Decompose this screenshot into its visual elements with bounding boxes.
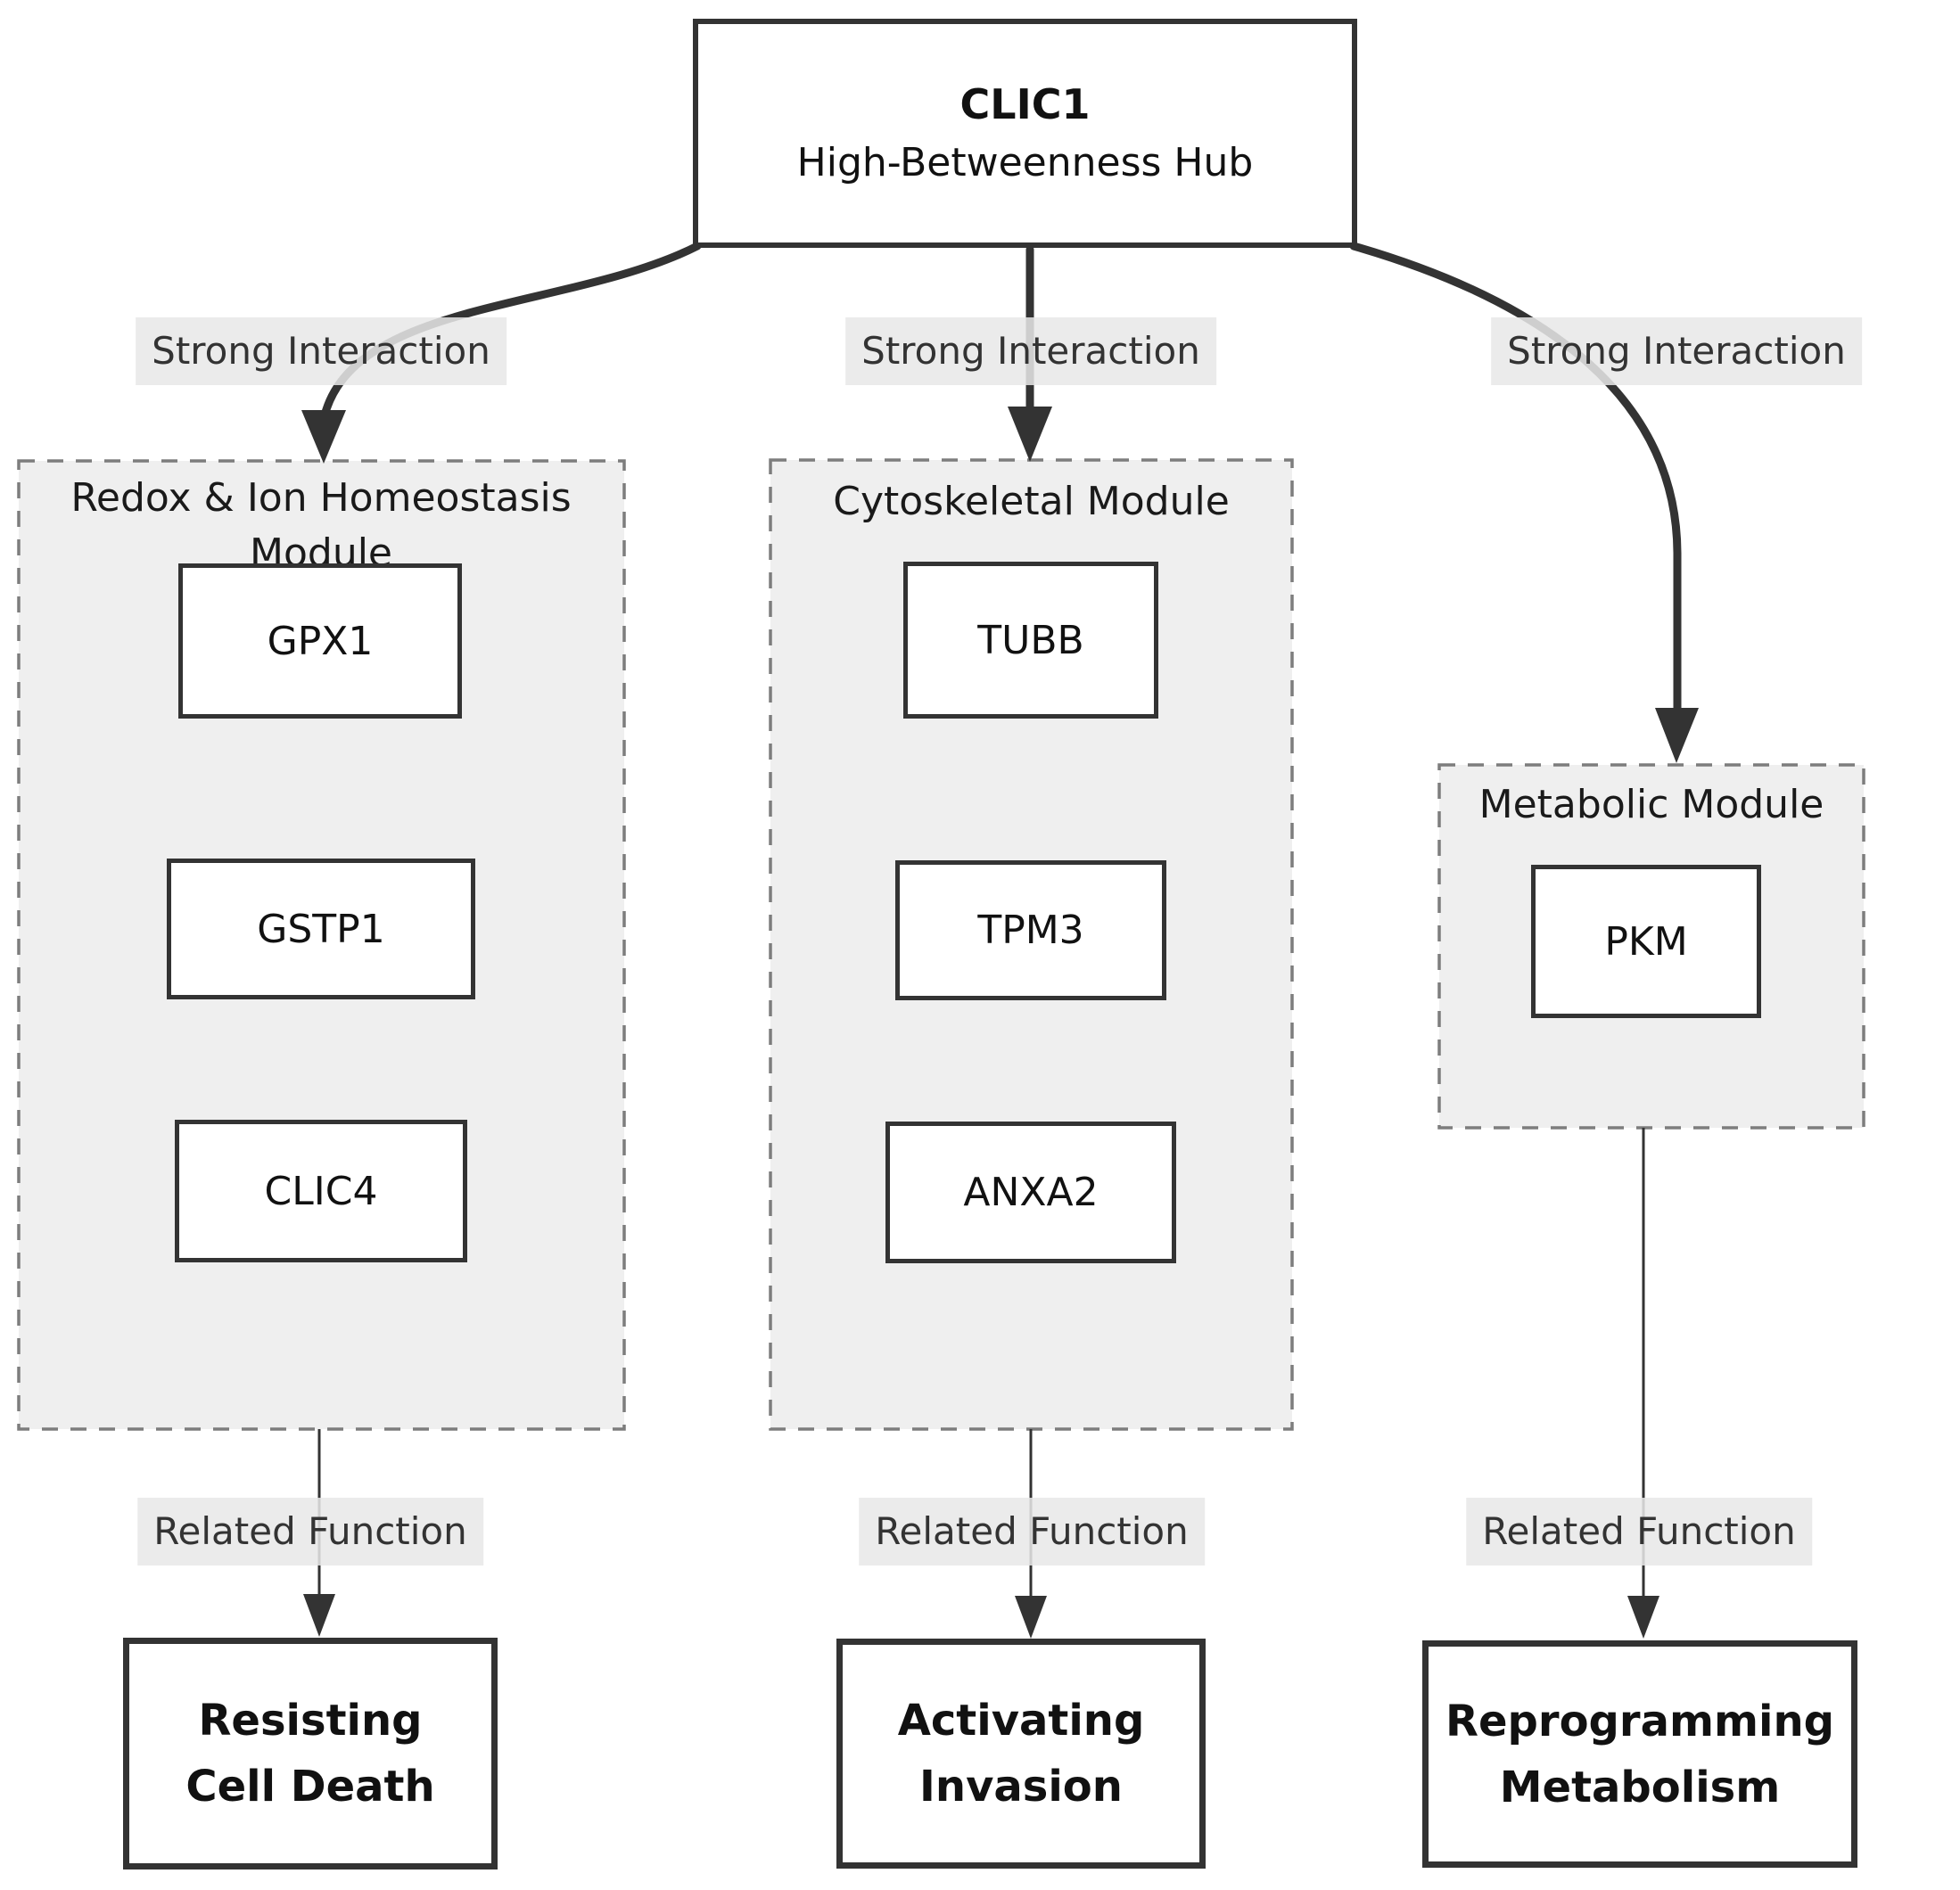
arrowhead-hub-metabolic (1655, 708, 1699, 763)
arrowhead-metabolic-function (1627, 1596, 1659, 1639)
arrowhead-hub-cytoskeletal (1008, 407, 1052, 462)
hub-title: CLIC1 (959, 79, 1091, 128)
function-line: Reprogramming (1445, 1696, 1834, 1746)
function-line: Activating (897, 1696, 1145, 1746)
hub-subtitle: High-Betweenness Hub (796, 139, 1254, 185)
function-line: Resisting (198, 1696, 423, 1746)
node-clic1-hub: CLIC1 High-Betweenness Hub (693, 19, 1357, 248)
node-clic4: CLIC4 (175, 1120, 467, 1262)
edge-label-strong-interaction-2: Strong Interaction (845, 317, 1216, 385)
edge-hub-to-metabolic (1349, 242, 1682, 716)
node-tpm3: TPM3 (895, 860, 1166, 1000)
function-line: Cell Death (185, 1762, 435, 1812)
arrowhead-hub-redox (301, 410, 346, 464)
module-title-metabolic: Metabolic Module (1478, 782, 1824, 827)
function-line: Metabolism (1499, 1762, 1781, 1812)
arrowhead-redox-function (303, 1594, 335, 1637)
edge-label-related-function-2: Related Function (859, 1498, 1205, 1565)
node-gstp1: GSTP1 (167, 859, 475, 999)
edge-label-related-function-3: Related Function (1466, 1498, 1812, 1565)
function-box-resisting-cell-death: Resisting Cell Death (123, 1638, 498, 1869)
function-line: Invasion (919, 1762, 1123, 1812)
function-box-activating-invasion: Activating Invasion (836, 1639, 1206, 1869)
function-box-reprogramming-metabolism: Reprogramming Metabolism (1422, 1640, 1857, 1868)
edge-label-strong-interaction-3: Strong Interaction (1491, 317, 1862, 385)
module-title-cytoskeletal: Cytoskeletal Module (833, 479, 1230, 524)
arrowhead-cytoskeletal-function (1015, 1596, 1047, 1639)
node-pkm: PKM (1531, 865, 1761, 1018)
edge-label-strong-interaction-1: Strong Interaction (136, 317, 506, 385)
node-anxa2: ANXA2 (885, 1122, 1176, 1263)
edge-label-related-function-1: Related Function (137, 1498, 483, 1565)
node-gpx1: GPX1 (178, 563, 462, 719)
node-tubb: TUBB (903, 562, 1158, 719)
